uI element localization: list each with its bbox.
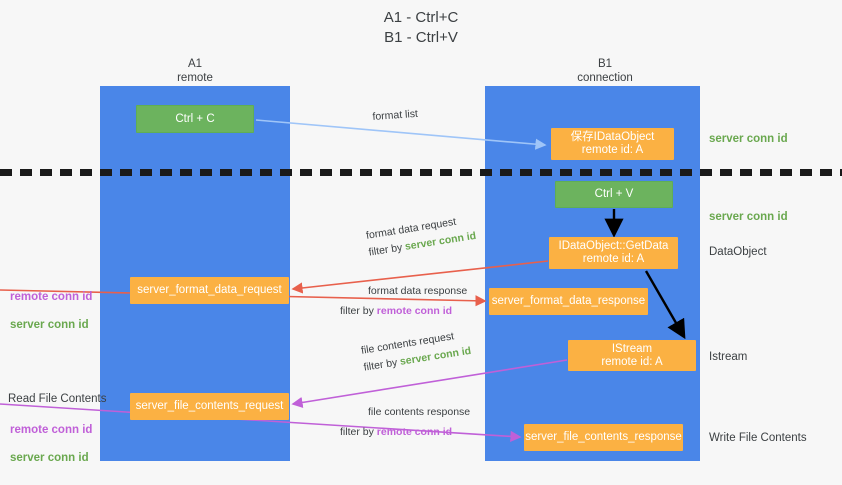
box-server-file-contents-request[interactable]: server_file_contents_request [130, 393, 289, 420]
filter-key-remote-conn-id: remote conn id [376, 426, 453, 438]
arrow-file-contents-response [0, 403, 522, 442]
edge-label-file-contents-response: file contents response filter by remote … [340, 405, 470, 439]
box-server-format-data-request[interactable]: server_format_data_request [130, 277, 289, 304]
box-idataobject[interactable]: 保存IDataObject remote id: A [551, 128, 674, 160]
annotation-read-file-contents: Read File Contents [8, 393, 107, 405]
lane-header-b1: B1 connection [577, 58, 633, 84]
annotation-conn-id-pair-bottom: remote conn id server conn id [10, 409, 92, 479]
edge-label-format-data-response: format data response filter by remote co… [340, 284, 467, 318]
annotation-server-conn-id-top: server conn id [709, 133, 788, 145]
filter-key-remote-conn-id: remote conn id [376, 305, 453, 317]
filter-prefix: filter by [340, 305, 377, 317]
box-istream[interactable]: IStream remote id: A [568, 340, 696, 371]
diagram-title: A1 - Ctrl+C B1 - Ctrl+V [383, 9, 459, 46]
annotation-server-conn-id: server conn id [10, 319, 89, 331]
arrow-file-contents-request [291, 359, 568, 409]
box-idataobject-getdata[interactable]: IDataObject::GetData remote id: A [549, 237, 678, 269]
edge-label-filter: filter by remote conn id [340, 419, 470, 439]
box-server-format-data-response[interactable]: server_format_data_response [489, 288, 648, 315]
annotation-server-conn-id: server conn id [10, 452, 89, 464]
annotation-remote-conn-id: remote conn id [10, 424, 93, 436]
arrow-getdata-to-istream [644, 270, 686, 340]
lane-header-a1: A1 remote [177, 58, 213, 84]
edge-label-line1: file contents response [368, 406, 471, 418]
phase-separator-dashed-line [0, 164, 842, 178]
annotation-istream: Istream [709, 351, 748, 363]
box-ctrl-c[interactable]: Ctrl + C [136, 105, 254, 133]
annotation-write-file-contents: Write File Contents [709, 432, 807, 444]
edge-label-filter: filter by remote conn id [340, 298, 467, 318]
arrow-format-list [255, 119, 547, 150]
box-ctrl-v[interactable]: Ctrl + V [555, 181, 673, 208]
annotation-conn-id-pair-top: remote conn id server conn id [10, 276, 92, 346]
annotation-server-conn-id-mid: server conn id [709, 211, 788, 223]
annotation-remote-conn-id: remote conn id [10, 291, 93, 303]
edge-label-line1: format data response [368, 285, 468, 297]
filter-prefix: filter by [340, 426, 377, 438]
annotation-dataobject: DataObject [709, 246, 767, 258]
box-server-file-contents-response[interactable]: server_file_contents_response [524, 424, 683, 451]
arrow-format-data-request [291, 260, 549, 294]
